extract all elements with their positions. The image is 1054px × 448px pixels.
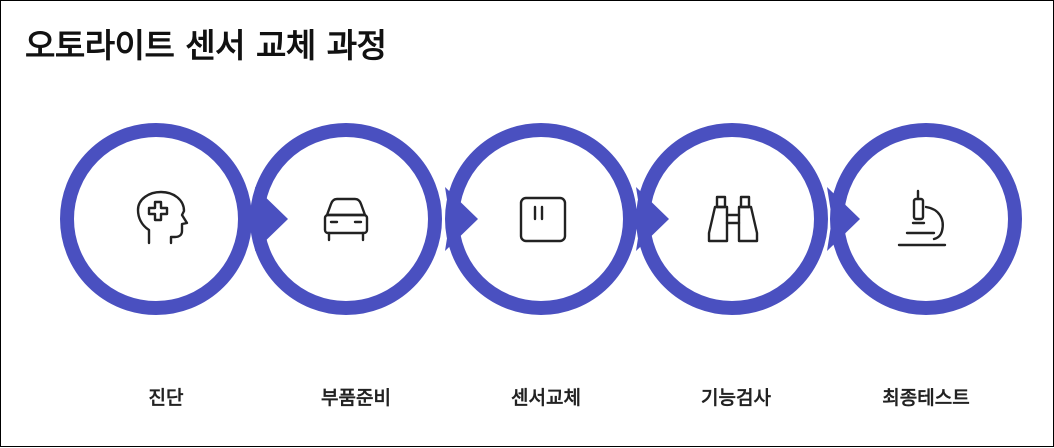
arrow-2-icon	[445, 187, 478, 251]
diagram-title: 오토라이트 센서 교체 과정	[25, 26, 387, 65]
arrow-1-icon	[255, 187, 288, 251]
step-5-ring	[827, 123, 1022, 315]
step-3-ring	[445, 123, 637, 315]
step-2-ring	[250, 123, 442, 315]
step-5-label: 최종테스트	[882, 387, 970, 409]
step-3-label: 센서교체	[511, 387, 581, 409]
step-4-label: 기능검사	[701, 387, 771, 409]
step-4-ring	[636, 123, 828, 315]
binoculars-icon	[707, 195, 759, 243]
arrow-3-icon	[636, 187, 669, 251]
arrow-4-icon	[827, 187, 860, 251]
step-2-label: 부품준비	[321, 387, 391, 409]
head-medical-icon	[136, 190, 189, 245]
step-1-label: 진단	[148, 387, 184, 409]
microscope-icon	[897, 189, 947, 247]
car-icon	[323, 197, 369, 242]
sensor-module-icon	[519, 196, 567, 243]
